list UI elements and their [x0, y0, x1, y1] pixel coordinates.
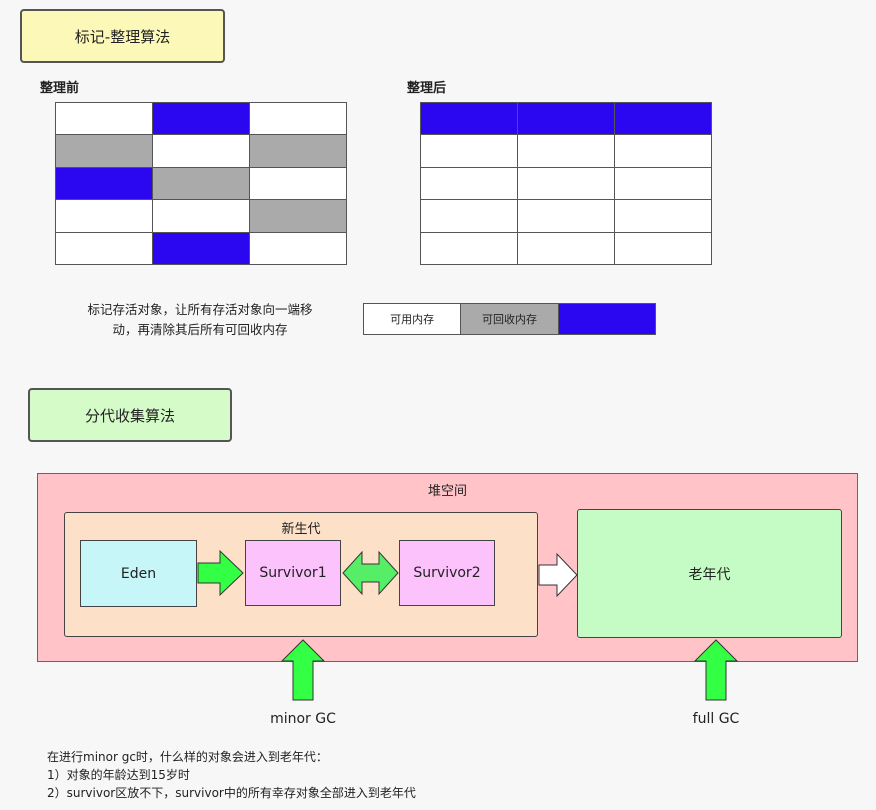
note-line-2: 1）对象的年龄达到15岁时	[47, 768, 190, 782]
generational-title-text: 分代收集算法	[84, 406, 175, 425]
note-line-3: 2）survivor区放不下，survivor中的所有幸存对象全部进入到老年代	[47, 786, 416, 800]
after-cell-alive	[615, 103, 712, 136]
legend-alive: 存活对象	[558, 304, 655, 334]
before-cell-alive	[56, 167, 153, 201]
gc-notes: 在进行minor gc时，什么样的对象会进入到老年代： 1）对象的年龄达到15岁…	[47, 748, 607, 802]
before-cell-recycle	[56, 135, 153, 168]
description-line-1: 标记存活对象，让所有存活对象向一端移	[87, 302, 313, 317]
after-cell-free	[518, 232, 615, 265]
before-cell-alive	[153, 232, 250, 265]
minor-gc-label: minor GC	[270, 711, 336, 727]
before-cell-free	[250, 167, 347, 201]
after-grid	[420, 102, 712, 265]
after-cell-free	[421, 200, 518, 233]
after-cell-free	[421, 232, 518, 265]
after-cell-alive	[518, 103, 615, 136]
heap-space-label: 堆空间	[427, 484, 467, 499]
legend-free: 可用内存	[364, 304, 462, 334]
before-cell-free	[56, 103, 153, 136]
full-gc-arrow	[693, 639, 739, 701]
before-cell-alive	[153, 103, 250, 136]
before-grid	[55, 102, 347, 265]
mark-compact-title: 标记-整理算法	[20, 9, 225, 63]
after-cell-free	[518, 167, 615, 201]
minor-gc-arrow	[280, 639, 326, 701]
mark-compact-title-text: 标记-整理算法	[74, 27, 171, 46]
survivor2-label: Survivor2	[413, 565, 481, 581]
before-cell-recycle	[250, 200, 347, 233]
description-line-2: 动，再清除其后所有可回收内存	[112, 322, 288, 337]
before-cell-recycle	[250, 135, 347, 168]
before-cell-free	[250, 232, 347, 265]
memory-legend: 可用内存 可回收内存 存活对象	[363, 303, 656, 335]
full-gc-label: full GC	[692, 711, 740, 727]
note-line-1: 在进行minor gc时，什么样的对象会进入到老年代：	[47, 750, 328, 764]
after-cell-free	[615, 135, 712, 168]
old-generation-label: 老年代	[688, 566, 731, 583]
old-generation-box: 老年代	[577, 509, 842, 638]
before-cell-free	[250, 103, 347, 136]
young-to-old-arrow	[538, 552, 578, 598]
after-cell-free	[615, 232, 712, 265]
eden-label: Eden	[120, 565, 157, 582]
mark-compact-description: 标记存活对象，让所有存活对象向一端移 动，再清除其后所有可回收内存	[50, 300, 350, 340]
after-cell-free	[421, 135, 518, 168]
legend-recycle: 可回收内存	[461, 304, 559, 334]
before-cell-free	[153, 135, 250, 168]
before-cell-recycle	[153, 167, 250, 201]
after-cell-free	[518, 135, 615, 168]
eden-box: Eden	[80, 540, 197, 607]
after-label: 整理后	[407, 81, 447, 96]
before-cell-free	[56, 232, 153, 265]
before-cell-free	[56, 200, 153, 233]
before-label: 整理前	[40, 81, 80, 96]
after-cell-free	[518, 200, 615, 233]
after-cell-alive	[421, 103, 518, 136]
after-cell-free	[421, 167, 518, 201]
survivor1-box: Survivor1	[245, 540, 341, 606]
after-cell-free	[615, 167, 712, 201]
eden-to-survivor1-arrow	[197, 549, 244, 597]
survivor2-box: Survivor2	[399, 540, 495, 606]
young-generation-label: 新生代	[281, 522, 321, 537]
survivor1-label: Survivor1	[259, 565, 327, 581]
after-cell-free	[615, 200, 712, 233]
before-cell-free	[153, 200, 250, 233]
generational-title: 分代收集算法	[28, 388, 232, 442]
survivor-exchange-arrow	[342, 550, 399, 596]
